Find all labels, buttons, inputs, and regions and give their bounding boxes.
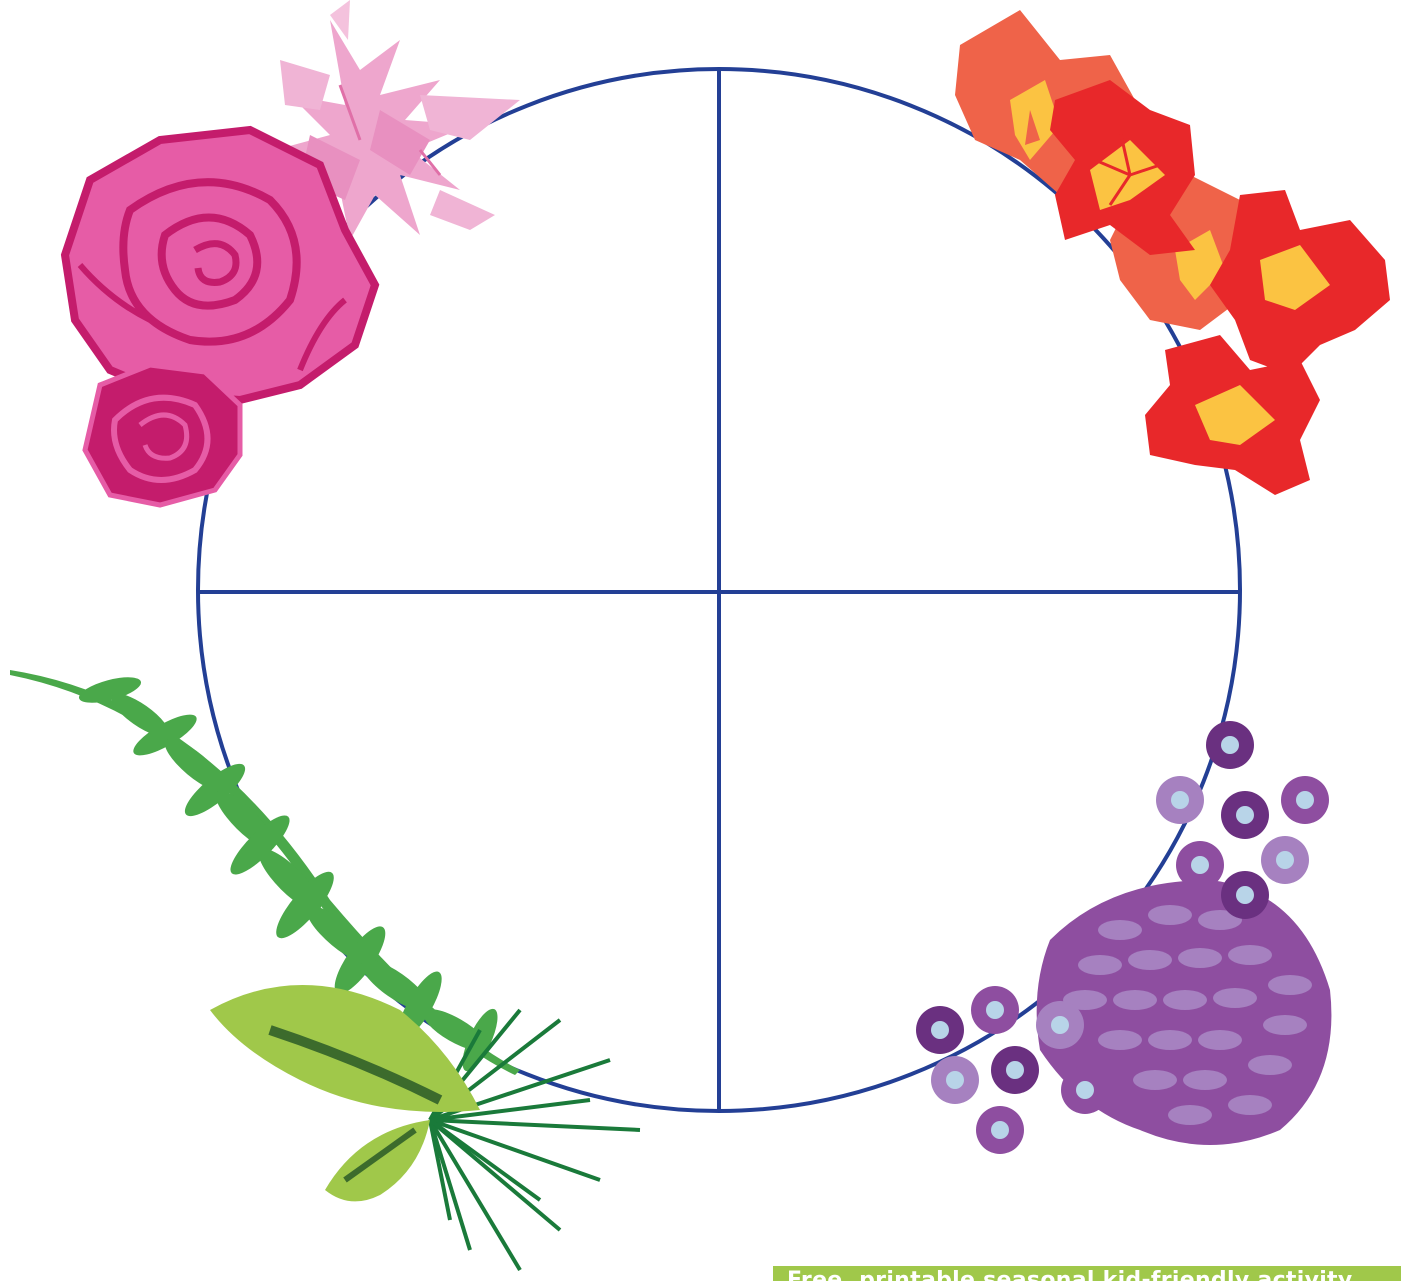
rose-cluster-decoration <box>65 0 520 505</box>
fern-and-leaves-decoration <box>10 670 640 1270</box>
small-leaf <box>325 1120 430 1201</box>
red-flower <box>1210 190 1390 375</box>
lilac-and-violets-decoration <box>916 721 1331 1154</box>
pine-needles <box>430 1010 640 1270</box>
large-leaf <box>210 985 480 1112</box>
red-orange-flowers-decoration <box>955 10 1390 495</box>
footer-banner: Free, printable seasonal kid-friendly ac… <box>773 1266 1401 1281</box>
small-rose <box>85 365 240 505</box>
red-flower <box>1050 80 1195 255</box>
footer-text: Free, printable seasonal kid-friendly ac… <box>787 1268 1353 1281</box>
